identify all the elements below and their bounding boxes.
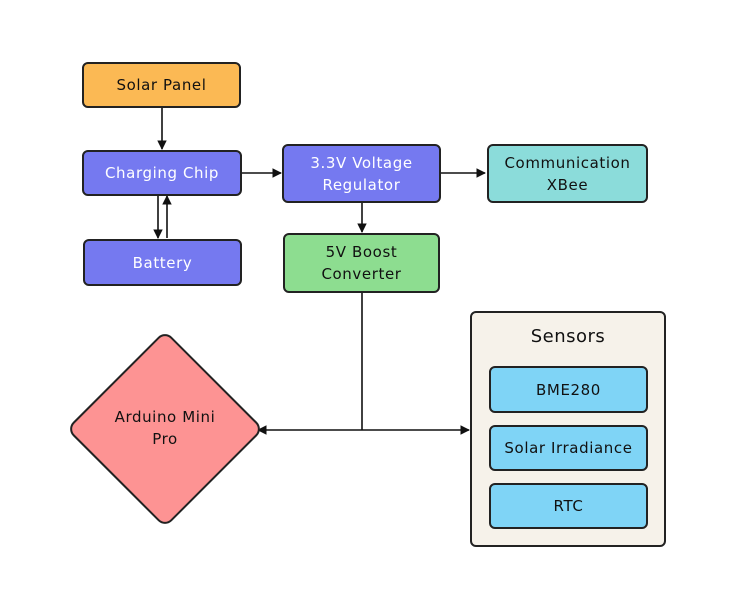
xbee-label-line1: Communication	[504, 153, 631, 172]
sensor-item-label: RTC	[553, 497, 584, 515]
voltage-regulator-label-line1: 3.3V Voltage	[310, 153, 413, 172]
arduino-label-line1: Arduino Mini	[114, 408, 216, 426]
sensor-item-rtc: RTC	[489, 483, 648, 529]
boost-converter-label-line2: Converter	[321, 265, 402, 283]
xbee-node: Communication XBee	[487, 144, 648, 203]
sensor-item-label: BME280	[536, 380, 601, 399]
solar-panel-label: Solar Panel	[116, 76, 207, 94]
sensors-title: Sensors	[530, 326, 606, 347]
solar-panel-node: Solar Panel	[82, 62, 241, 108]
sensor-item-solar-irradiance: Solar Irradiance	[489, 425, 648, 471]
battery-node: Battery	[83, 239, 242, 286]
sensor-item-label: Solar Irradiance	[504, 439, 633, 457]
voltage-regulator-label-line2: Regulator	[322, 175, 401, 194]
arduino-label: Arduino Mini Pro	[93, 406, 237, 450]
sensors-group: Sensors BME280 Solar Irradiance RTC	[470, 311, 666, 547]
charging-chip-label: Charging Chip	[104, 164, 220, 182]
boost-converter-node: 5V Boost Converter	[283, 233, 440, 293]
voltage-regulator-node: 3.3V Voltage Regulator	[282, 144, 441, 203]
boost-converter-label-line1: 5V Boost	[325, 243, 398, 261]
xbee-label-line2: XBee	[546, 175, 589, 194]
sensor-item-bme280: BME280	[489, 366, 648, 413]
charging-chip-node: Charging Chip	[82, 150, 242, 196]
arduino-label-line2: Pro	[152, 430, 178, 448]
battery-label: Battery	[132, 253, 193, 272]
